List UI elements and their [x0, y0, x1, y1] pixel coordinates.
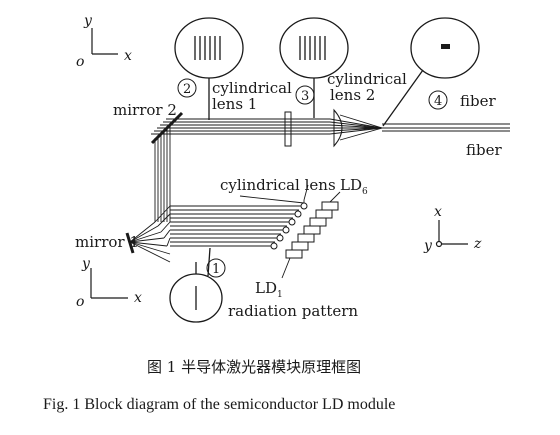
label-mirror-1: mirror 1	[75, 233, 139, 251]
mirror-1-fan	[129, 205, 171, 263]
axis-origin: o	[76, 54, 84, 70]
pattern-circle-2	[174, 17, 244, 120]
label-fiber-top: fiber	[460, 92, 496, 110]
svg-text:3: 3	[301, 89, 309, 104]
label-lens-2: lens 2	[330, 86, 375, 104]
axis-label-x-bottom: x	[134, 290, 142, 306]
fiber-spot	[441, 44, 450, 49]
axes-right	[435, 220, 468, 248]
fiber	[382, 123, 510, 132]
axis-label-y-right: y	[423, 238, 433, 254]
axis-origin-bottom: o	[76, 294, 84, 310]
label-cylindrical-lens-1: cylindrical	[212, 79, 292, 97]
svg-text:4: 4	[434, 94, 442, 109]
caption-english: Fig. 1 Block diagram of the semiconducto…	[43, 396, 395, 413]
pattern-circle-1	[169, 247, 223, 323]
cylindrical-lens-2	[333, 108, 343, 148]
beams-to-lds	[170, 205, 302, 247]
svg-text:2: 2	[183, 82, 191, 97]
ld-leads	[239, 184, 341, 279]
axis-label-x-right: x	[434, 204, 442, 220]
axes-top-left	[91, 28, 118, 55]
axis-label-y: y	[83, 13, 93, 29]
label-radiation-pattern: radiation pattern	[228, 302, 358, 320]
axes-bottom-left	[90, 268, 128, 299]
label-fiber-right: fiber	[466, 141, 502, 159]
beam-bundle-vertical	[154, 123, 171, 222]
marker-2: 2	[177, 78, 197, 98]
mirror-1	[125, 232, 135, 254]
label-cylindrical-lens: cylindrical lens	[220, 176, 336, 194]
label-ld1: LD1	[255, 279, 283, 300]
svg-text:1: 1	[212, 262, 220, 277]
label-lens-1: lens 1	[212, 95, 257, 113]
label-cylindrical-lens-2: cylindrical	[327, 70, 407, 88]
label-mirror-2: mirror 2	[113, 101, 177, 119]
label-ld6: LD6	[340, 176, 368, 197]
caption-chinese: 图 1 半导体激光器模块原理框图	[147, 358, 361, 376]
marker-4: 4	[428, 90, 448, 110]
axis-label-y-bottom: y	[81, 256, 91, 272]
marker-1: 1	[206, 258, 226, 278]
marker-3: 3	[295, 85, 315, 105]
cylindrical-lens-1	[284, 111, 292, 147]
beam-bundle-top	[151, 114, 383, 141]
pattern-circle-4	[382, 17, 480, 127]
axis-label-z-right: z	[473, 236, 482, 252]
axis-label-x: x	[124, 48, 132, 64]
ld-array	[270, 201, 339, 259]
